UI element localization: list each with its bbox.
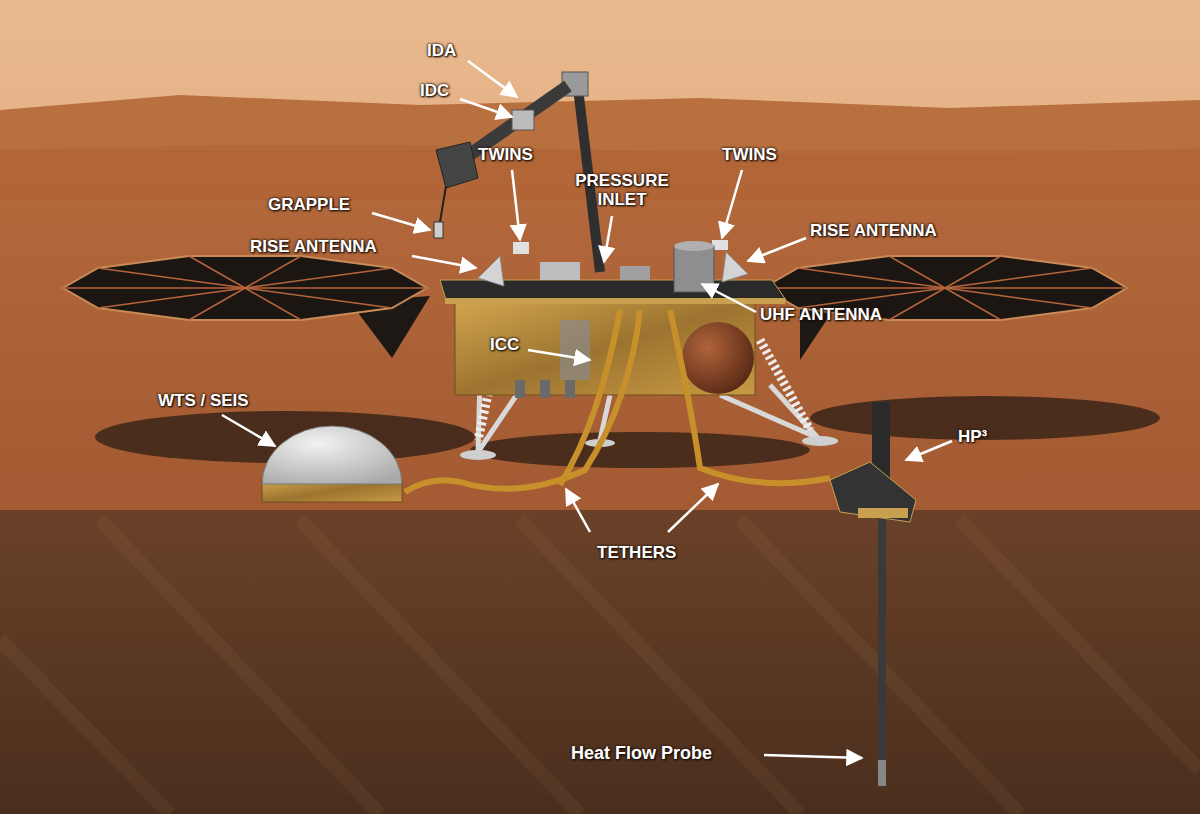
part-label: RISE ANTENNA [810, 222, 937, 241]
part-label: UHF ANTENNA [760, 306, 882, 325]
part-label: RISE ANTENNA [250, 238, 377, 257]
shadows [95, 396, 1160, 468]
part-label: IDC [420, 82, 449, 101]
part-label: ICC [490, 336, 519, 355]
leader-arrows [222, 61, 952, 758]
part-label: Heat Flow Probe [571, 744, 712, 764]
part-label: IDA [427, 42, 456, 61]
part-label: HP³ [958, 428, 987, 447]
part-label: TWINS [478, 146, 533, 165]
part-label: PRESSURE INLET [560, 172, 684, 209]
seis-dome [262, 426, 402, 502]
part-label: WTS / SEIS [158, 392, 249, 411]
robotic-arm [434, 72, 600, 272]
part-label: TETHERS [597, 544, 676, 563]
lander-body [440, 240, 838, 460]
part-label: GRAPPLE [268, 196, 350, 215]
hp3-instrument [830, 402, 916, 786]
part-label: TWINS [722, 146, 777, 165]
tethers [405, 310, 830, 492]
